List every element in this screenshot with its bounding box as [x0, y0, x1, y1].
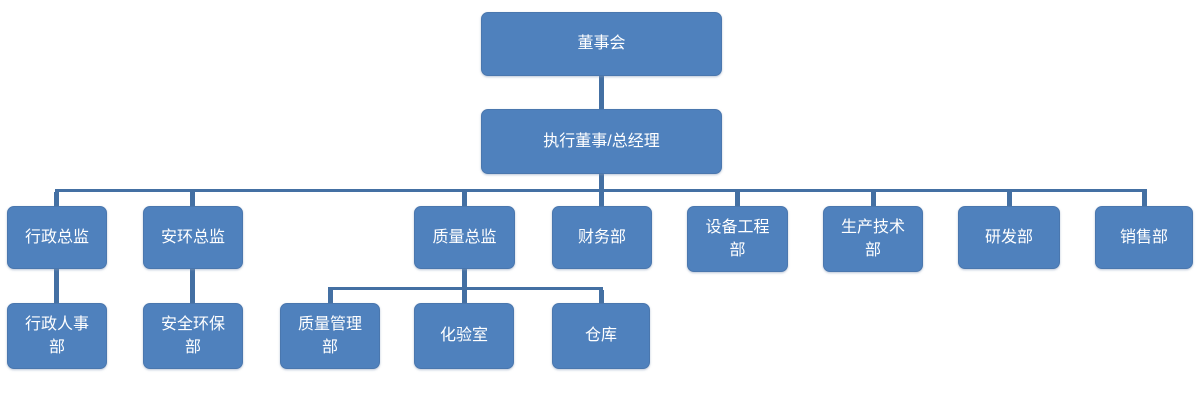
node-production-technology-dept: 生产技术部: [823, 206, 923, 272]
node-admin-director: 行政总监: [7, 206, 107, 269]
connector-quality-director-to-sub-bus: [462, 269, 467, 288]
connector-gm-to-level3-bus: [599, 174, 604, 191]
connector-board-to-gm: [599, 76, 604, 109]
node-finance-dept: 财务部: [552, 206, 652, 269]
connector-sub-bus-to-quality-mgmt: [328, 290, 333, 303]
node-safety-env-director: 安环总监: [143, 206, 243, 269]
node-safety-env-protection-dept: 安全环保部: [143, 303, 243, 369]
connector-bus-to-safety-director: [190, 192, 195, 206]
node-equipment-engineering-dept: 设备工程部: [687, 206, 788, 272]
connector-bus-to-quality-director: [462, 192, 467, 206]
node-admin-hr-dept: 行政人事部: [7, 303, 107, 369]
connector-safety-director-to-safety-env: [190, 269, 195, 303]
node-warehouse: 仓库: [552, 303, 650, 369]
connector-admin-director-to-admin-hr: [54, 269, 59, 303]
node-board-of-directors: 董事会: [481, 12, 722, 76]
connector-sub-bus-to-warehouse: [599, 290, 604, 303]
connector-bus-to-equipment-dept: [735, 192, 740, 206]
connector-bus-to-finance-dept: [599, 192, 604, 206]
connector-sub-bus-to-laboratory: [462, 290, 467, 303]
node-sales-dept: 销售部: [1095, 206, 1193, 269]
connector-bus-to-sales-dept: [1142, 192, 1147, 206]
node-rd-dept: 研发部: [958, 206, 1060, 269]
connector-bus-to-production-dept: [871, 192, 876, 206]
node-laboratory: 化验室: [414, 303, 514, 369]
connector-bus-to-admin-director: [54, 192, 59, 206]
node-executive-director-gm: 执行董事/总经理: [481, 109, 722, 174]
level3-bus-line: [55, 189, 1147, 192]
node-quality-management-dept: 质量管理部: [280, 303, 380, 369]
connector-bus-to-rd-dept: [1007, 192, 1012, 206]
quality-sub-bus-line: [328, 287, 603, 290]
node-quality-director: 质量总监: [414, 206, 515, 269]
